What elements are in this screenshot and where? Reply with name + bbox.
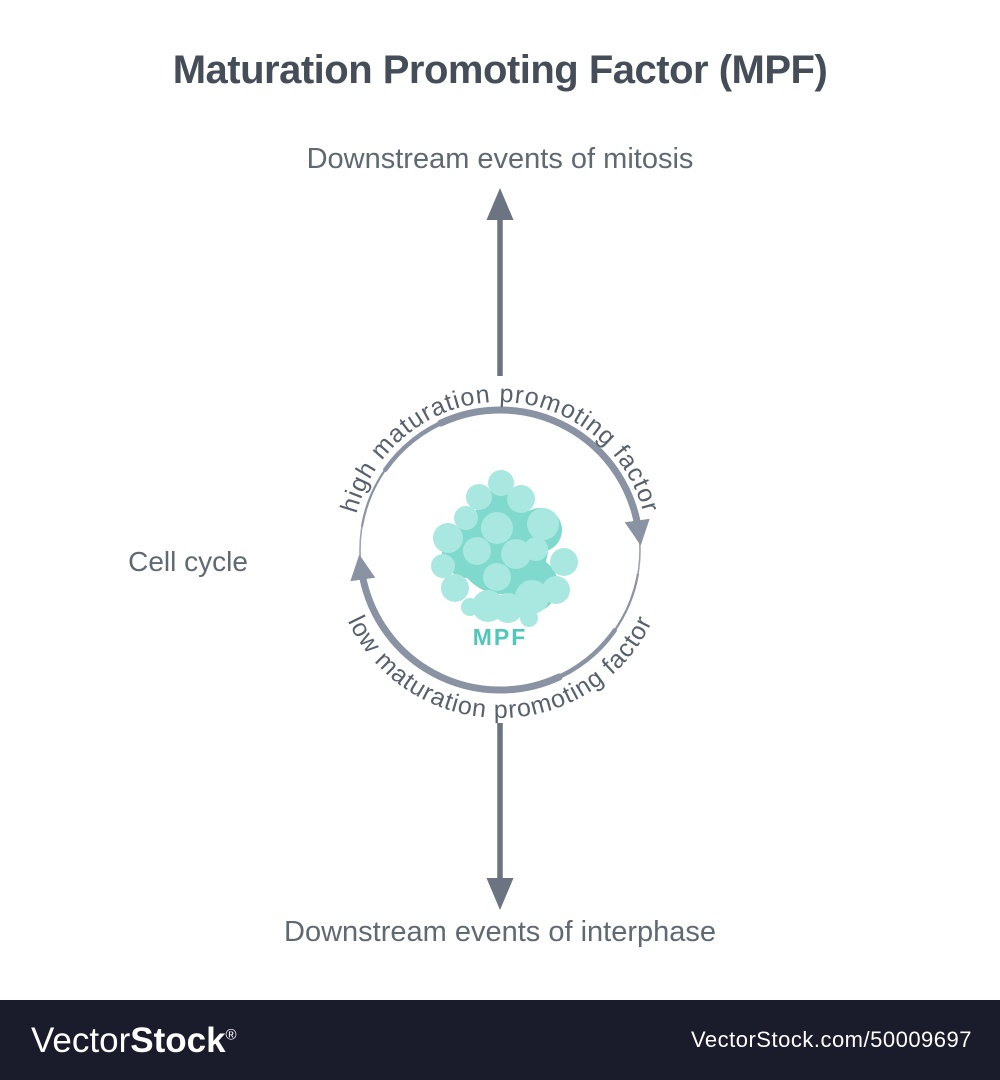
- mpf-center-label: MPF: [473, 624, 528, 650]
- down-arrow: [486, 723, 514, 910]
- label-downstream-mitosis: Downstream events of mitosis: [306, 143, 694, 175]
- vectorstock-logo: VectorStock®: [31, 1023, 237, 1058]
- label-cell-cycle: Cell cycle: [128, 546, 248, 577]
- brand-bold-part: Stock: [130, 1020, 226, 1060]
- page-title: Maturation Promoting Factor (MPF): [172, 48, 828, 92]
- cycle-arc-top: [361, 406, 650, 546]
- label-downstream-interphase: Downstream events of interphase: [284, 916, 716, 948]
- up-arrow: [486, 188, 514, 376]
- watermark-footer: VectorStock® VectorStock.com/50009697: [0, 1000, 1000, 1080]
- brand-light-part: Vector: [31, 1020, 131, 1060]
- image-credit-url: VectorStock.com/50009697: [690, 1027, 972, 1052]
- cycle-arc-bottom: [350, 554, 639, 694]
- registered-trademark-icon: ®: [225, 1025, 237, 1043]
- mpf-blob-illustration: [431, 470, 578, 627]
